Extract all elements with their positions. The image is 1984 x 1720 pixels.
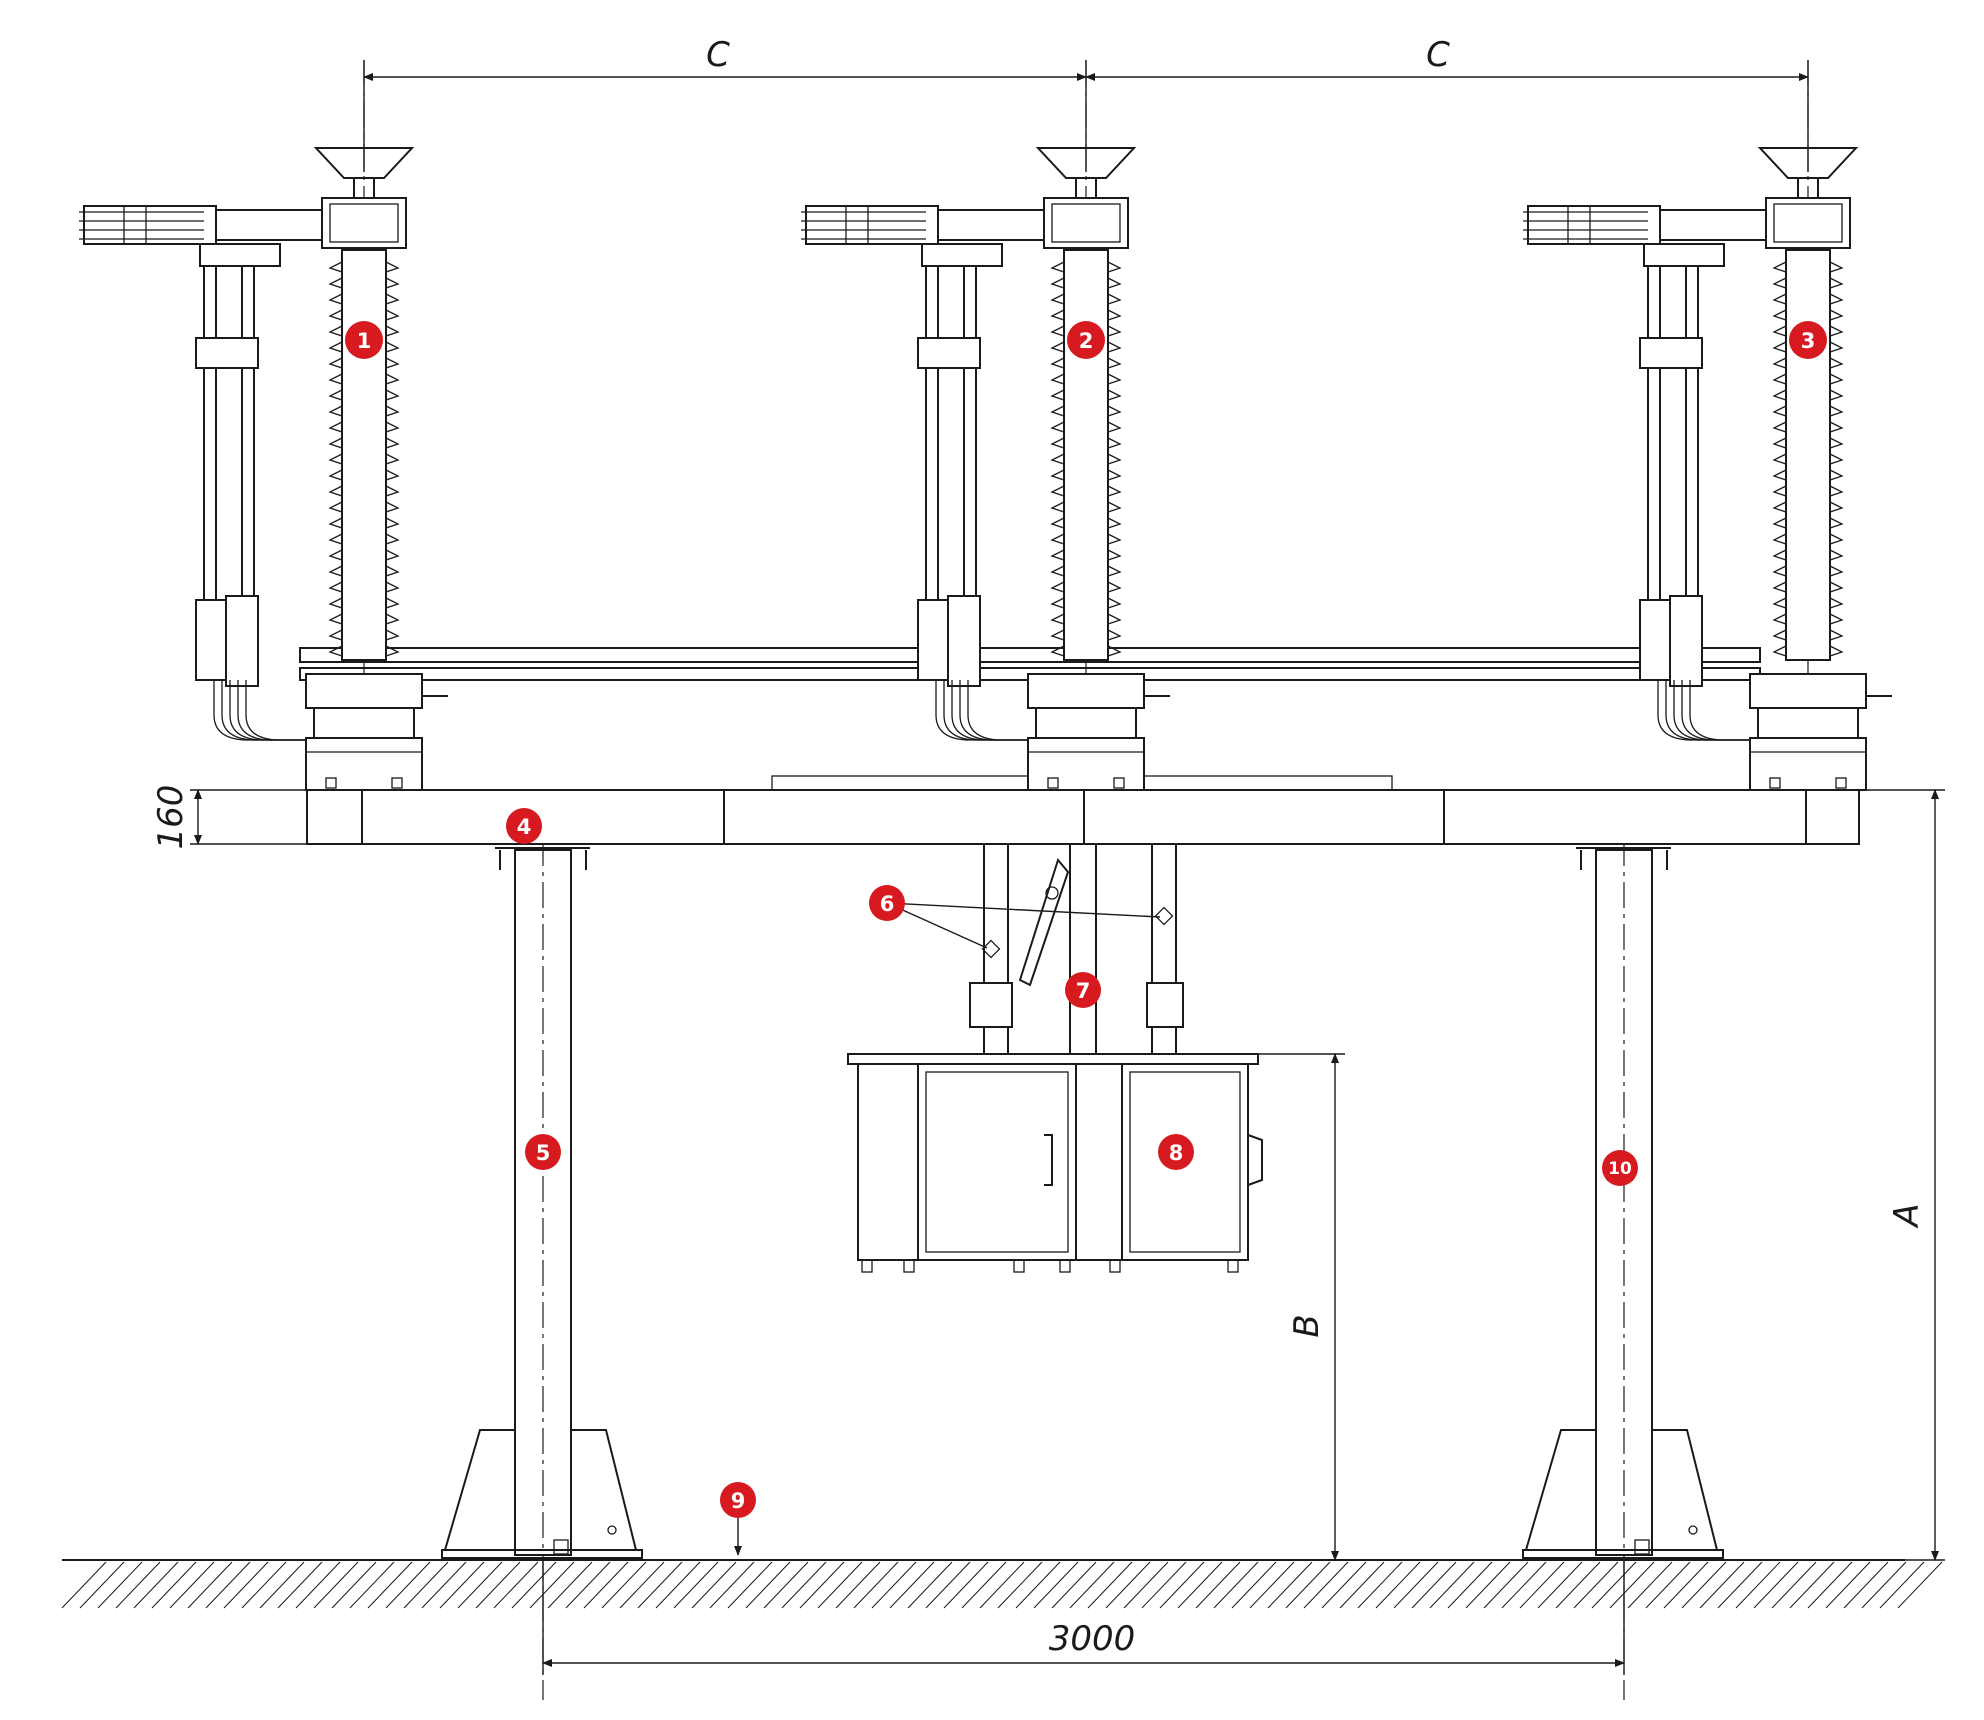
marker-7: 7: [1065, 972, 1101, 1008]
control-cabinet: [847, 1053, 1263, 1273]
right-column: [1522, 840, 1724, 1700]
dim-a: A: [1887, 1203, 1927, 1228]
left-column: [441, 840, 643, 1700]
marker-2: 2: [1067, 321, 1105, 359]
svg-text:3: 3: [1801, 329, 1816, 353]
pole-assembly-2: [801, 60, 1170, 791]
dim-3000: 3000: [1049, 1619, 1136, 1659]
part-markers: 1 2 3 4 5 6 7 8 9 10: [345, 321, 1827, 1518]
dim-160: 160: [151, 785, 191, 850]
marker-4: 4: [506, 808, 542, 844]
drive-shafts: [969, 843, 1184, 1055]
svg-text:10: 10: [1608, 1159, 1632, 1179]
dimension-labels: C C 160 A B 3000: [151, 35, 1927, 1659]
marker-10: 10: [1602, 1150, 1638, 1186]
dim-b: B: [1287, 1314, 1327, 1337]
svg-text:7: 7: [1076, 979, 1091, 1003]
svg-text:4: 4: [517, 815, 532, 839]
svg-text:6: 6: [880, 892, 895, 916]
pole-assembly-1: [79, 60, 448, 791]
svg-text:1: 1: [357, 329, 372, 353]
ground: [61, 1559, 1943, 1609]
svg-text:8: 8: [1169, 1141, 1184, 1165]
svg-text:9: 9: [731, 1489, 746, 1513]
dim-c-left: C: [706, 35, 730, 75]
dim-c-right: C: [1426, 35, 1450, 75]
marker-8: 8: [1158, 1134, 1194, 1170]
pole-assembly-3: [1523, 60, 1892, 791]
marker-5: 5: [525, 1134, 561, 1170]
dimension-lines: [190, 60, 1945, 1675]
marker-6: 6: [869, 885, 905, 921]
marker-9: 9: [720, 1482, 756, 1518]
svg-text:2: 2: [1079, 329, 1094, 353]
svg-text:5: 5: [536, 1141, 551, 1165]
base-frame: [306, 775, 1860, 845]
marker-3: 3: [1789, 321, 1827, 359]
marker-1: 1: [345, 321, 383, 359]
